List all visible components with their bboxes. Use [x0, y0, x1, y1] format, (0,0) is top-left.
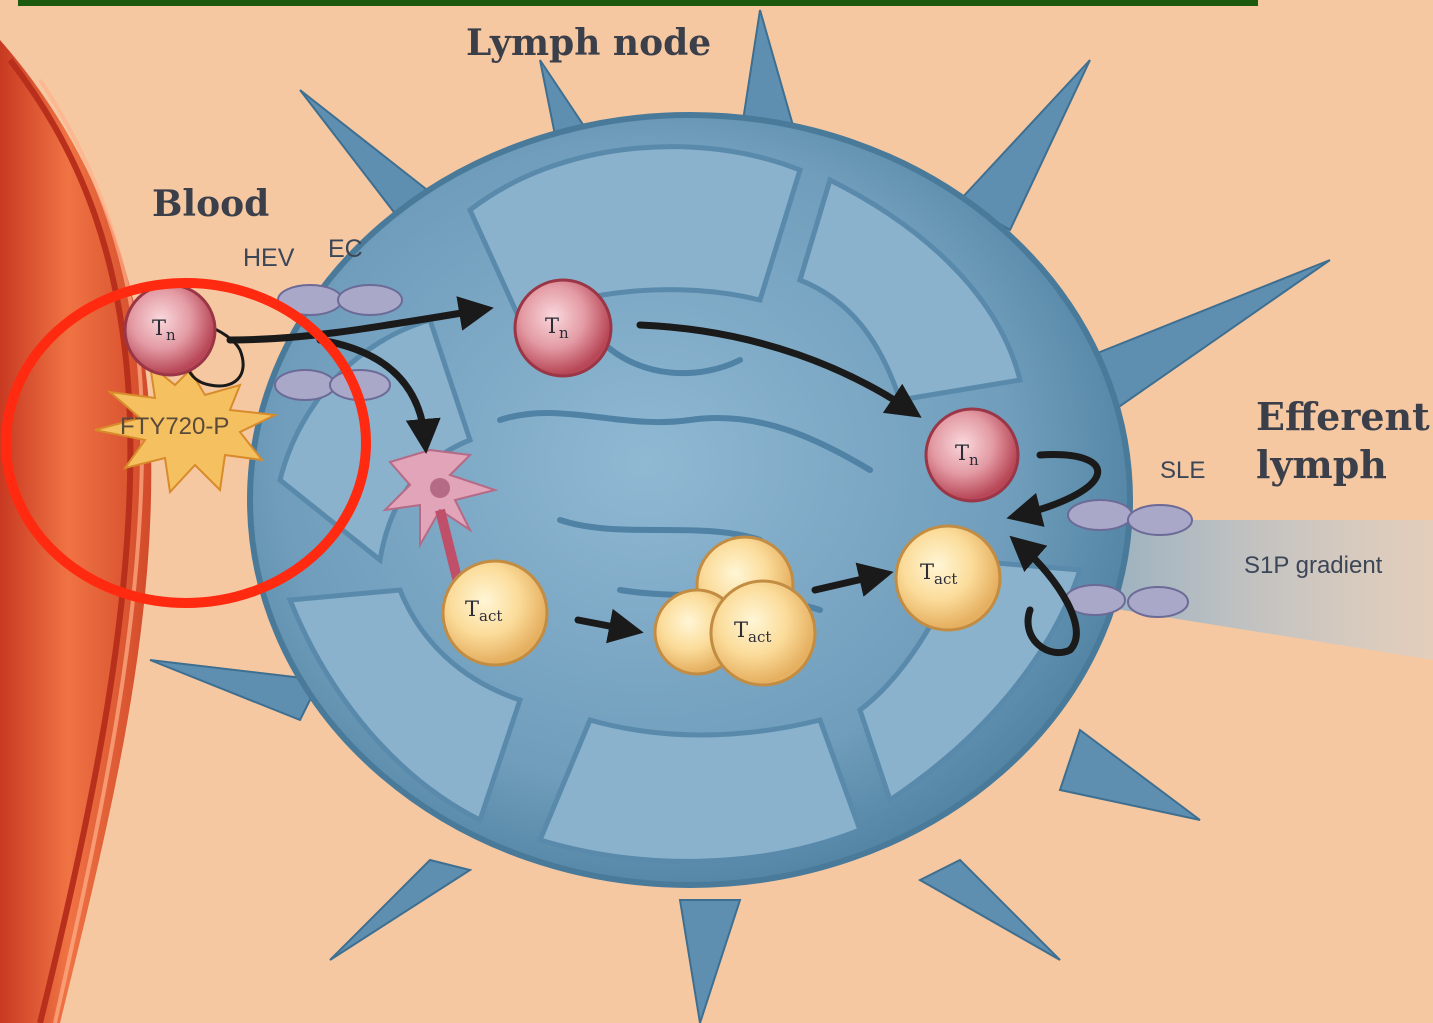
fty720-label: FTY720-P [120, 413, 229, 441]
top-bar [18, 0, 1258, 6]
efferent-label: Efferent [1256, 394, 1430, 439]
tact-label-exit: Tact [920, 560, 957, 588]
blood-label: Blood [152, 183, 269, 225]
lymph-node-label: Lymph node [466, 22, 711, 64]
sle-label: SLE [1160, 457, 1205, 485]
tact-label-1: Tact [465, 597, 502, 625]
s1p-gradient-label: S1P gradient [1244, 552, 1382, 580]
tact-label-cluster: Tact [734, 618, 771, 646]
tn-label-exit: Tn [955, 441, 979, 469]
tn-label-node: Tn [545, 314, 569, 342]
ec-label: EC [328, 235, 363, 264]
hev-label: HEV [243, 244, 294, 273]
tn-label-blood: Tn [152, 316, 176, 344]
lymph-label: lymph [1256, 442, 1387, 487]
